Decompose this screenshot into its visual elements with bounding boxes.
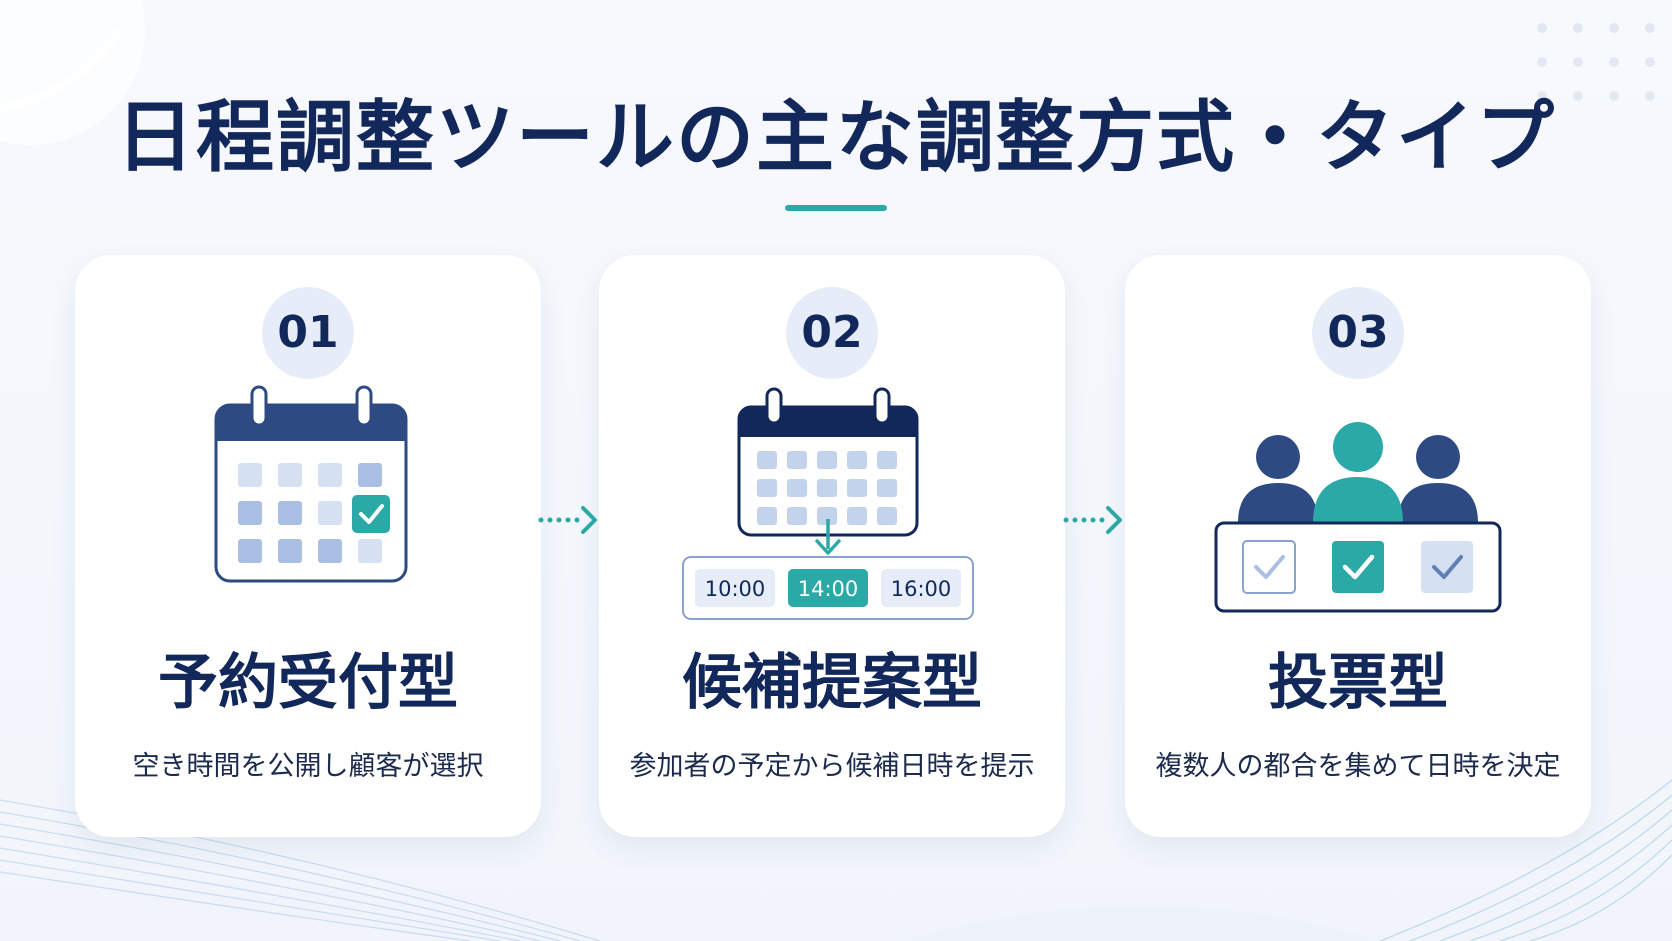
time-slot: 10:00	[705, 577, 766, 601]
page-title: 日程調整ツールの主な調整方式・タイプ	[115, 93, 1556, 183]
card-reservation: 01 予約受付型 空き時間を公開し顧客が選択	[75, 255, 541, 837]
card-candidate-proposal: 02 10:00 14:00 16:00 候補提案型 参加者の予定から候補日時を…	[599, 255, 1065, 837]
card-title: 投票型	[1268, 648, 1448, 718]
time-slot: 16:00	[891, 577, 952, 601]
dotted-arrow-icon	[1063, 506, 1122, 534]
title-underline	[785, 205, 887, 211]
card-title: 候補提案型	[682, 648, 982, 718]
card-voting: 03 投票型 複数人の都合を集めて日時を決定	[1125, 255, 1591, 837]
dotted-arrow-icon	[538, 506, 597, 534]
group-vote-icon	[1214, 422, 1502, 613]
calendar-check-icon	[214, 385, 408, 583]
step-number: 03	[1312, 287, 1404, 379]
step-number: 02	[786, 287, 878, 379]
step-number: 01	[262, 287, 354, 379]
card-description: 空き時間を公開し顧客が選択	[132, 751, 484, 782]
calendar-time-slots-icon: 10:00 14:00 16:00	[682, 387, 974, 620]
card-description: 参加者の予定から候補日時を提示	[629, 751, 1035, 782]
card-title: 予約受付型	[158, 648, 458, 718]
card-description: 複数人の都合を集めて日時を決定	[1155, 751, 1561, 782]
time-slot-selected: 14:00	[798, 577, 859, 601]
